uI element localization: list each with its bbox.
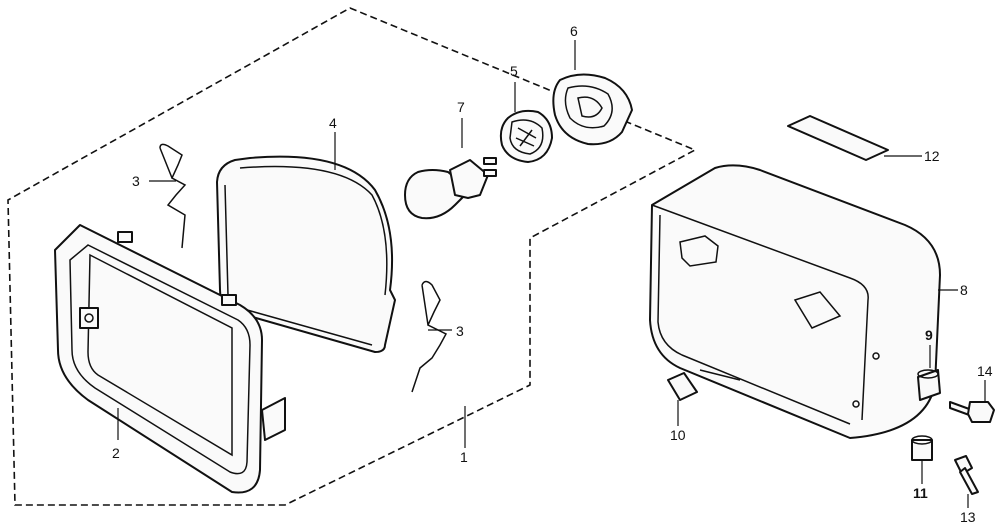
callout-10: 10: [670, 427, 686, 443]
screw: [954, 455, 979, 495]
headlight-case: [649, 164, 941, 439]
callout-2: 2: [112, 445, 120, 461]
bulb-socket: [499, 109, 553, 163]
callout-9: 9: [925, 327, 933, 343]
bulb: [404, 157, 497, 220]
bolt: [949, 401, 995, 423]
callout-13: 13: [960, 509, 976, 525]
callout-12: 12: [924, 148, 940, 164]
spring-clip-lower: [411, 280, 448, 393]
callout-3a: 3: [132, 173, 140, 189]
dust-cover: [552, 73, 633, 146]
callout-11: 11: [913, 485, 928, 501]
callout-1: 1: [460, 449, 468, 465]
grommet: [917, 369, 941, 401]
spring-clip-upper: [159, 143, 187, 249]
callout-14: 14: [977, 363, 993, 379]
leader-lines: [117, 40, 986, 508]
callout-7: 7: [457, 99, 465, 115]
collar: [911, 435, 933, 461]
callout-5: 5: [510, 63, 518, 79]
callout-6: 6: [570, 23, 578, 39]
label-plate: [787, 115, 889, 161]
headlight-rim: [54, 224, 286, 494]
clip: [667, 372, 698, 401]
callout-3b: 3: [456, 323, 464, 339]
callout-4: 4: [329, 115, 337, 131]
callout-8: 8: [960, 282, 968, 298]
